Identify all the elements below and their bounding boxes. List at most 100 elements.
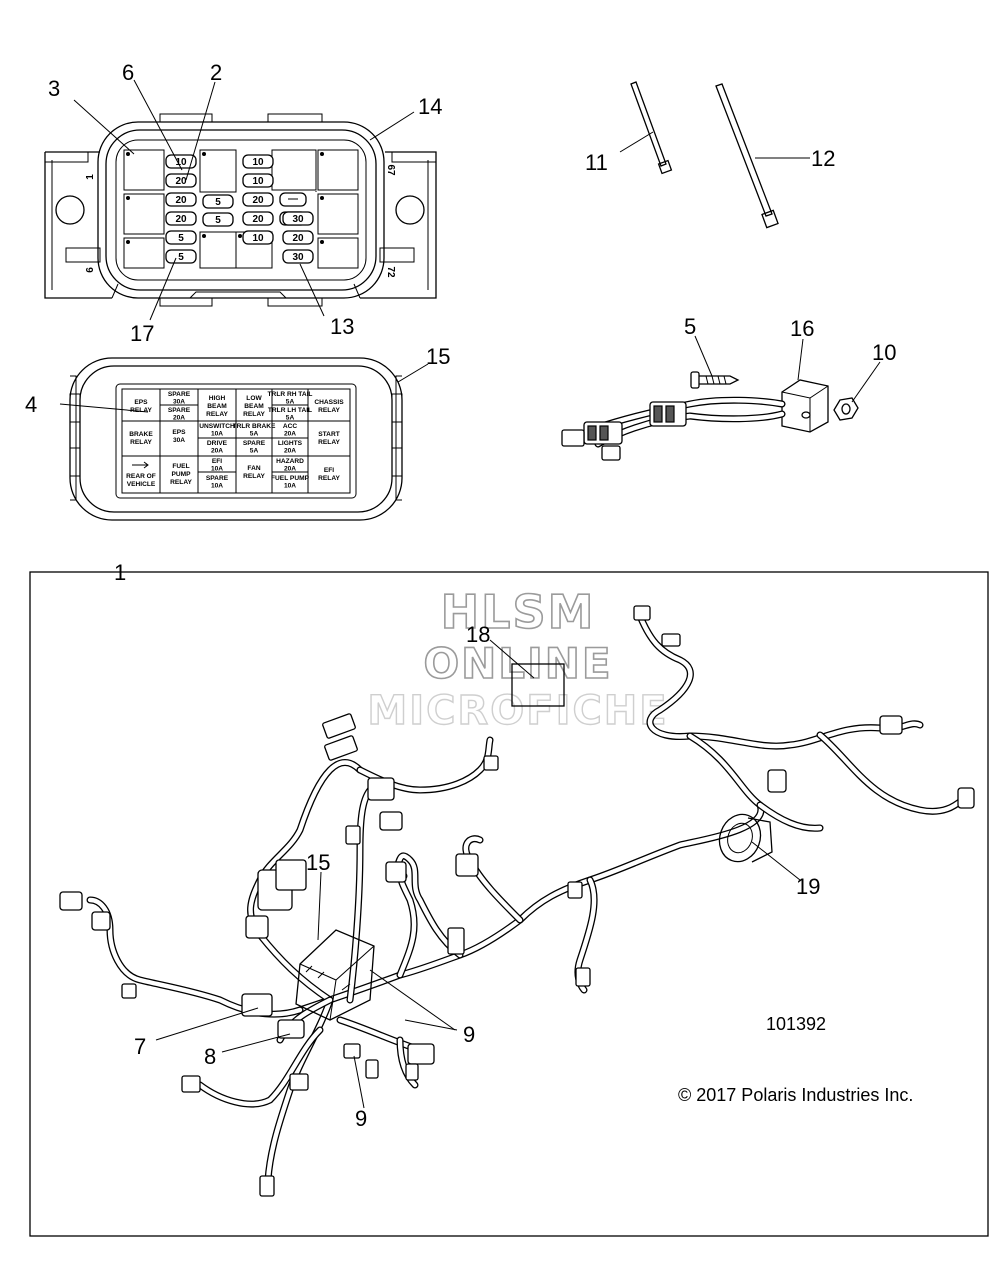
fuse-value: 20 [292, 233, 304, 244]
callouts: 3 6 2 14 17 13 4 15 11 12 5 16 10 1 18 1… [25, 60, 896, 1131]
label-eps-relay: EPS [134, 399, 148, 406]
fuse-value: 20 [252, 195, 264, 206]
label-spare-30a: SPARE [168, 391, 191, 398]
reference-number: 101392 [766, 1014, 826, 1034]
pin-marking-72: 72 [385, 266, 396, 278]
fuse-value: 5 [215, 215, 221, 226]
callout-8: 8 [204, 1044, 216, 1069]
label-rear-of-vehicle: REAR OF [126, 473, 156, 480]
watermark-line-2: ONLINE [423, 639, 612, 688]
callout-19: 19 [796, 874, 820, 899]
callout-18: 18 [466, 622, 490, 647]
callout-16: 16 [790, 316, 814, 341]
label-high-beam-relay: HIGH [209, 395, 226, 402]
fuse-column-4: 30 20 30 [282, 211, 314, 264]
label-spare-10a: SPARE [206, 475, 229, 482]
label-sticker [511, 663, 565, 707]
fuse-value: 5 [215, 197, 221, 208]
fuse-column-2: 5 5 [202, 194, 234, 227]
callout-17: 17 [130, 321, 154, 346]
callout-15-cover: 15 [426, 344, 450, 369]
callout-9-right: 9 [463, 1022, 475, 1047]
label-lights-20a: LIGHTS [278, 440, 303, 447]
callout-15-harness: 15 [306, 850, 330, 875]
label-eps-30a: EPS [172, 429, 186, 436]
label-trlr-lh-tail: TRLR LH TAIL [268, 407, 312, 414]
watermark-line-1: HLSM [441, 585, 596, 639]
fuse-box-assembly: 10 20 20 20 5 5 5 5 10 10 20 [44, 113, 437, 307]
fuse-value: 30 [292, 252, 304, 263]
label-efi-10a: EFI [212, 458, 222, 465]
label-drive-20a: DRIVE [207, 440, 228, 447]
fuse-column-3: 10 10 20 20 10 [242, 154, 274, 245]
callout-13: 13 [330, 314, 354, 339]
cable-tie-large [715, 83, 779, 229]
label-unswitch-10a: UNSWITCH [199, 423, 235, 430]
label-chassis-relay: CHASSIS [314, 399, 344, 406]
fuse-value: 10 [175, 157, 187, 168]
harness-frame [29, 571, 989, 1237]
fuse-value: 10 [252, 233, 264, 244]
label-low-beam-relay: LOW [246, 395, 262, 402]
copyright: © 2017 Polaris Industries Inc. [678, 1085, 913, 1105]
label-fan-relay: FAN [247, 465, 260, 472]
label-fuel-pump-10a: FUEL PUMP [271, 475, 310, 482]
leader-lines [59, 79, 881, 1109]
pin-marking-1: 1 [85, 174, 96, 180]
label-brake-relay: BRAKE [129, 431, 153, 438]
callout-14: 14 [418, 94, 442, 119]
harness-connectors [59, 605, 975, 1197]
label-start-relay: START [318, 431, 340, 438]
horn-component [718, 813, 773, 863]
fuse-value: 5 [178, 252, 184, 263]
fuse-value: 20 [175, 195, 187, 206]
fuse-column-1: 10 20 20 20 5 5 [165, 154, 197, 264]
callout-9-bottom: 9 [355, 1106, 367, 1131]
label-efi-relay: EFI [324, 467, 334, 474]
callout-4: 4 [25, 392, 37, 417]
nut [833, 397, 859, 421]
watermark-line-3: MICROFICHE [367, 688, 668, 734]
connector-harness [561, 379, 829, 461]
fuse-value: 10 [252, 176, 264, 187]
callout-2: 2 [210, 60, 222, 85]
cable-tie-small [630, 81, 673, 175]
callout-7: 7 [134, 1034, 146, 1059]
fuse-value: 10 [252, 157, 264, 168]
callout-1: 1 [114, 560, 126, 585]
label-trlr-brake-5a: TRLR BRAKE [233, 423, 276, 430]
pin-marking-67: 67 [385, 164, 396, 176]
pin-marking-6: 6 [85, 267, 96, 273]
callout-10: 10 [872, 340, 896, 365]
fuse-value: 30 [292, 214, 304, 225]
label-fuel-pump-relay: FUEL [172, 463, 189, 470]
power-distribution-module [295, 929, 375, 1021]
fuse-value: 5 [178, 233, 184, 244]
label-acc-20a: ACC [283, 423, 298, 430]
label-hazard-20a: HAZARD [276, 458, 304, 465]
fuse-value: 20 [252, 214, 264, 225]
fuse-value: 20 [175, 214, 187, 225]
